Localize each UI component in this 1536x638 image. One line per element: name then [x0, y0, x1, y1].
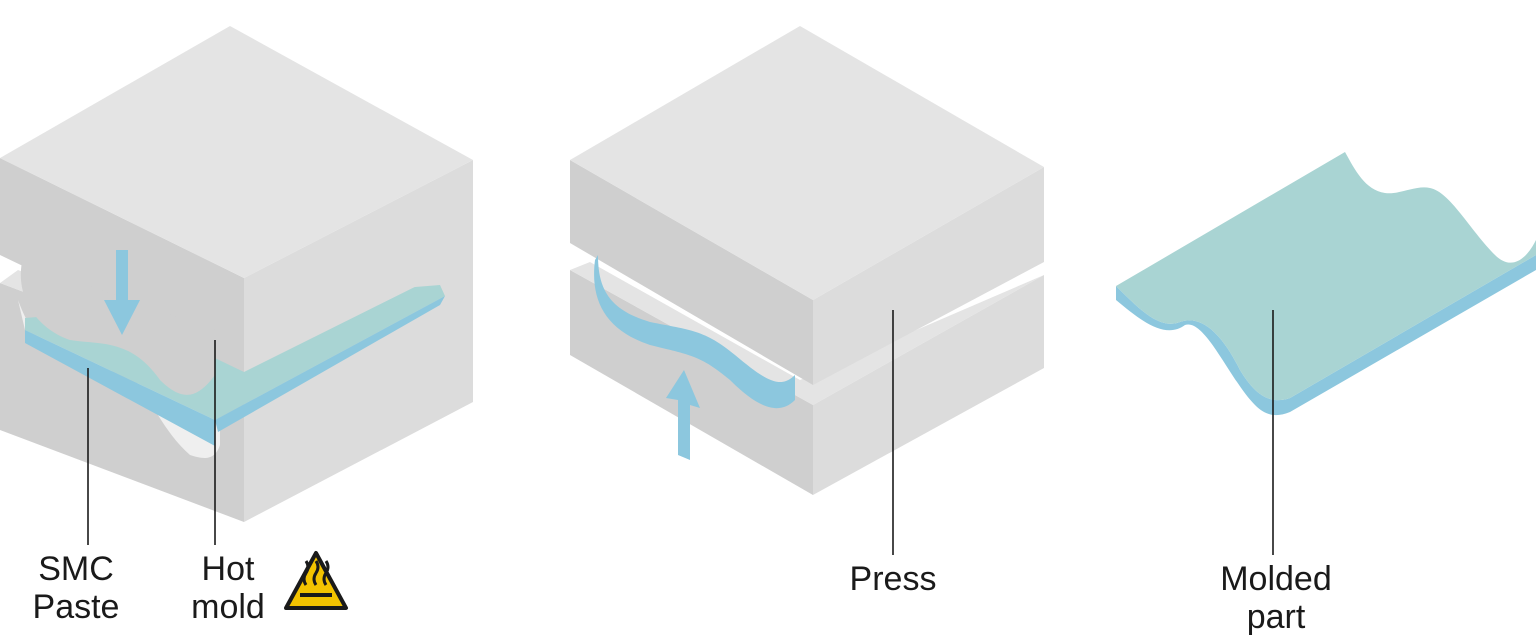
smc-paste-label-line1: SMC	[38, 550, 114, 588]
press-label: Press	[850, 560, 937, 598]
molded-part-label-line1: Molded	[1220, 560, 1332, 598]
upper-mold-2	[570, 26, 1044, 385]
arrow-up-icon	[666, 370, 700, 460]
stage-3-molded-part	[1116, 152, 1536, 416]
stage-1-open-mold	[0, 26, 473, 522]
molded-part-label-line2: part	[1247, 598, 1306, 636]
hot-mold-label-line1: Hot	[202, 550, 255, 588]
hot-mold-label-line2: mold	[191, 588, 265, 626]
pressed-material	[594, 255, 795, 409]
smc-paste-label-line2: Paste	[33, 588, 120, 626]
hot-surface-warning-icon	[284, 551, 348, 610]
stage-2-pressed	[570, 26, 1044, 495]
arrow-down-icon	[104, 250, 140, 335]
